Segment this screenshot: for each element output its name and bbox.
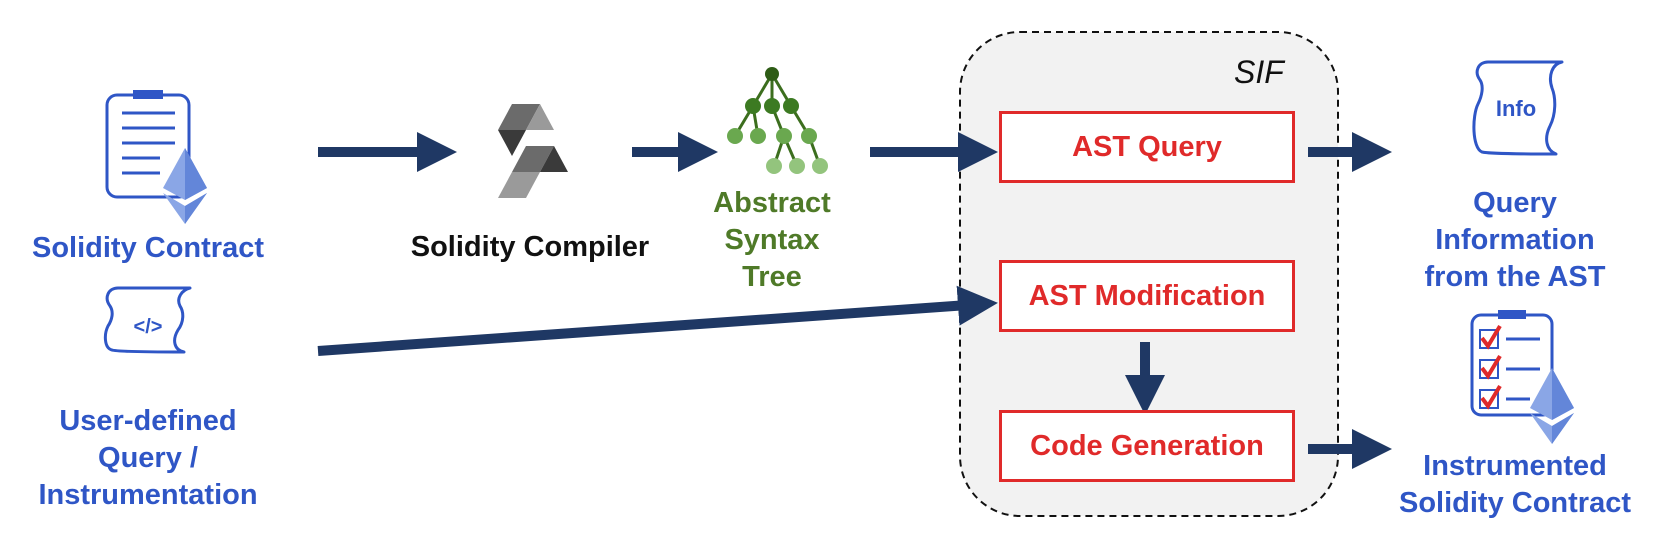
- tree-icon: [727, 67, 828, 174]
- info-scroll-icon: Info: [1472, 60, 1564, 156]
- solidity-compiler-label: Solidity Compiler: [410, 231, 650, 263]
- user-defined-query-label: User-defined Query / Instrumentation: [8, 403, 288, 514]
- ast-line3: Tree: [742, 261, 802, 293]
- user-defined-query-line3: Instrumentation: [38, 479, 258, 511]
- ast-line2: Syntax: [724, 224, 820, 256]
- info-icon-text: Info: [1496, 96, 1536, 121]
- sif-title: SIF: [1234, 54, 1284, 90]
- solidity-logo-icon: [498, 104, 568, 198]
- code-generation-box: Code Generation: [999, 410, 1295, 482]
- solidity-contract-label: Solidity Contract: [31, 232, 264, 264]
- ast-modification-box: AST Modification: [999, 260, 1295, 332]
- query-info-line1: Query: [1473, 187, 1557, 219]
- ethereum-icon: [163, 148, 207, 224]
- query-information-label: Query Information from the AST: [1390, 185, 1640, 296]
- clipboard-icon: [105, 90, 191, 199]
- query-info-line3: from the AST: [1424, 261, 1606, 293]
- instrumented-line1: Instrumented: [1423, 450, 1607, 482]
- ethereum-icon: [1530, 368, 1574, 444]
- user-defined-query-line2: Query /: [98, 442, 198, 474]
- code-scroll-icon: </>: [103, 286, 192, 354]
- user-defined-query-line1: User-defined: [59, 405, 237, 437]
- instrumented-contract-label: Instrumented Solidity Contract: [1380, 448, 1650, 522]
- arrow-query-to-modification: [317, 285, 998, 356]
- ast-line1: Abstract: [713, 187, 831, 219]
- instrumented-line2: Solidity Contract: [1398, 487, 1631, 519]
- query-info-line2: Information: [1435, 224, 1595, 256]
- checklist-icon: [1470, 310, 1554, 417]
- abstract-syntax-tree-label: Abstract Syntax Tree: [682, 185, 862, 296]
- svg-text:</>: </>: [134, 316, 163, 338]
- ast-query-box: AST Query: [999, 111, 1295, 183]
